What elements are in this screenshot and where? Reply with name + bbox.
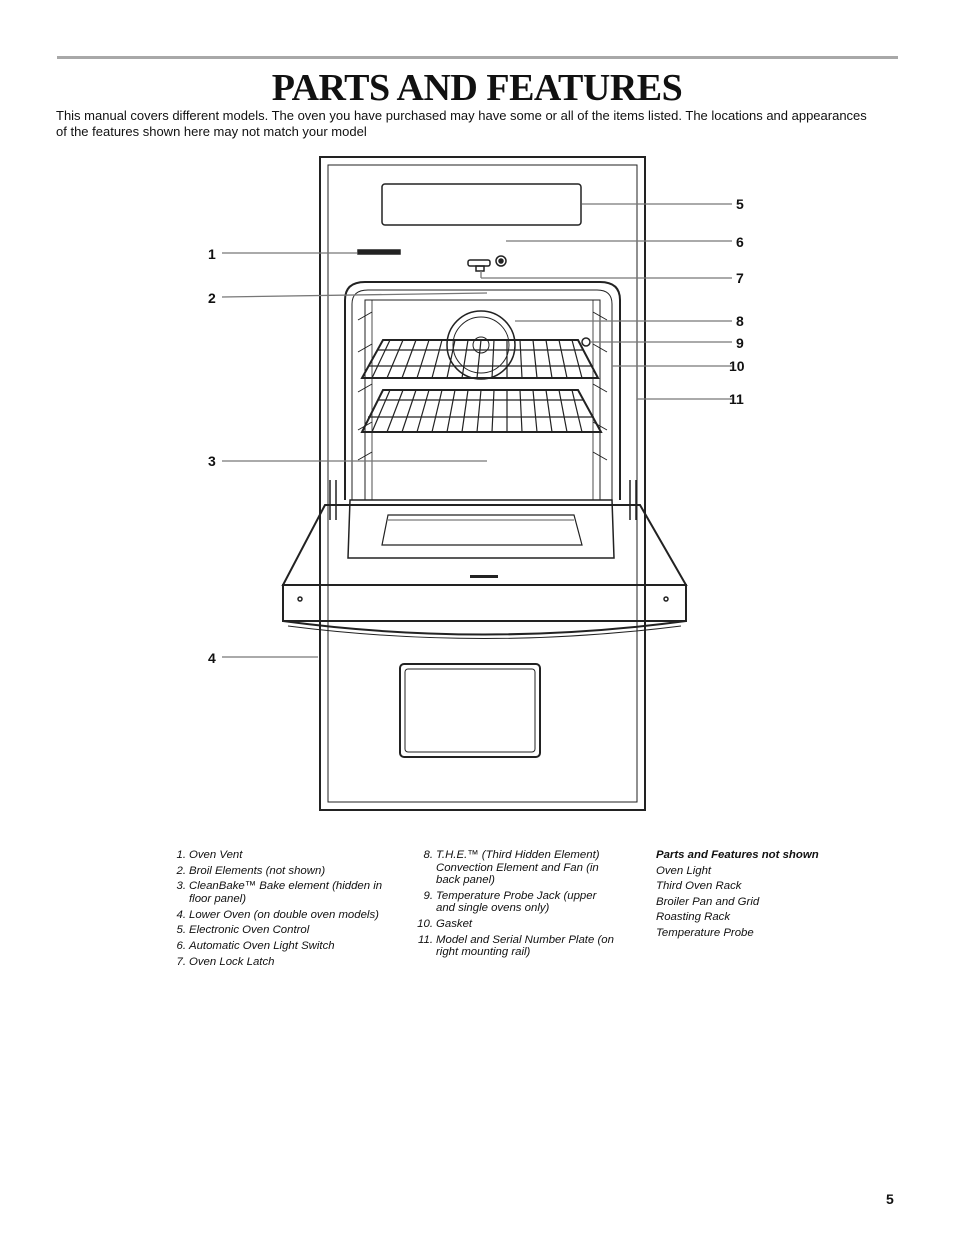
upper-rack bbox=[360, 339, 600, 379]
callout-7: 7 bbox=[736, 270, 744, 286]
legend-column-2: 8.T.H.E.™ (Third Hidden Element) Convect… bbox=[416, 849, 636, 962]
not-shown-title: Parts and Features not shown bbox=[656, 849, 819, 861]
legend-item: 9.Temperature Probe Jack (upper and sing… bbox=[423, 889, 597, 915]
legend-item: 7.Oven Lock Latch bbox=[176, 955, 275, 968]
callout-2: 2 bbox=[208, 290, 216, 306]
not-shown-item: Temperature Probe bbox=[656, 926, 754, 939]
not-shown-item: Oven Light bbox=[656, 864, 712, 877]
legend-column-1: 1.Oven Vent 2.Broil Elements (not shown)… bbox=[172, 849, 408, 971]
oven-cavity bbox=[344, 281, 621, 500]
oven-vent bbox=[357, 249, 401, 255]
not-shown-item: Roasting Rack bbox=[656, 911, 731, 923]
cabinet-inner bbox=[327, 164, 638, 803]
legend-item: 5.Electronic Oven Control bbox=[176, 924, 310, 937]
legend-item: 8.T.H.E.™ (Third Hidden Element) Convect… bbox=[423, 849, 600, 886]
callout-9: 9 bbox=[736, 335, 744, 351]
page-title: PARTS AND FEATURES bbox=[271, 67, 683, 109]
not-shown-item: Broiler Pan and Grid bbox=[656, 895, 760, 908]
control-display bbox=[381, 183, 582, 226]
callout-11: 11 bbox=[729, 391, 744, 407]
door-bottom bbox=[282, 584, 687, 622]
top-rule bbox=[57, 56, 898, 59]
lower-rack bbox=[360, 389, 603, 433]
page-number: 5 bbox=[886, 1191, 894, 1207]
lower-oven-window bbox=[399, 663, 541, 758]
legend-item: 1.Oven Vent bbox=[176, 849, 243, 861]
legend-item: 3.CleanBake™ Bake element (hidden in flo… bbox=[176, 880, 383, 905]
leader-lines bbox=[221, 203, 732, 658]
not-shown-list: Parts and Features not shown Oven Light … bbox=[656, 848, 819, 941]
legend-item: 2.Broil Elements (not shown) bbox=[176, 864, 326, 877]
callout-3: 3 bbox=[208, 453, 216, 469]
legend-item: 10.Gasket bbox=[417, 917, 473, 930]
cabinet-outline bbox=[319, 156, 646, 811]
probe-jack bbox=[581, 337, 591, 347]
callout-5: 5 bbox=[736, 196, 744, 212]
light-switch bbox=[495, 255, 507, 267]
callout-8: 8 bbox=[736, 313, 744, 329]
callout-6: 6 bbox=[736, 234, 744, 250]
legend-item: 4.Lower Oven (on double oven models) bbox=[176, 908, 379, 921]
callout-4: 4 bbox=[208, 650, 216, 666]
callout-10: 10 bbox=[729, 358, 745, 374]
legend-item: 11.Model and Serial Number Plate (on rig… bbox=[418, 933, 614, 959]
callout-1: 1 bbox=[208, 246, 216, 262]
intro-paragraph: This manual covers different models. The… bbox=[56, 108, 867, 139]
lock-latch bbox=[467, 259, 491, 267]
not-shown-item: Third Oven Rack bbox=[656, 880, 742, 892]
legend-item: 6.Automatic Oven Light Switch bbox=[176, 939, 335, 952]
